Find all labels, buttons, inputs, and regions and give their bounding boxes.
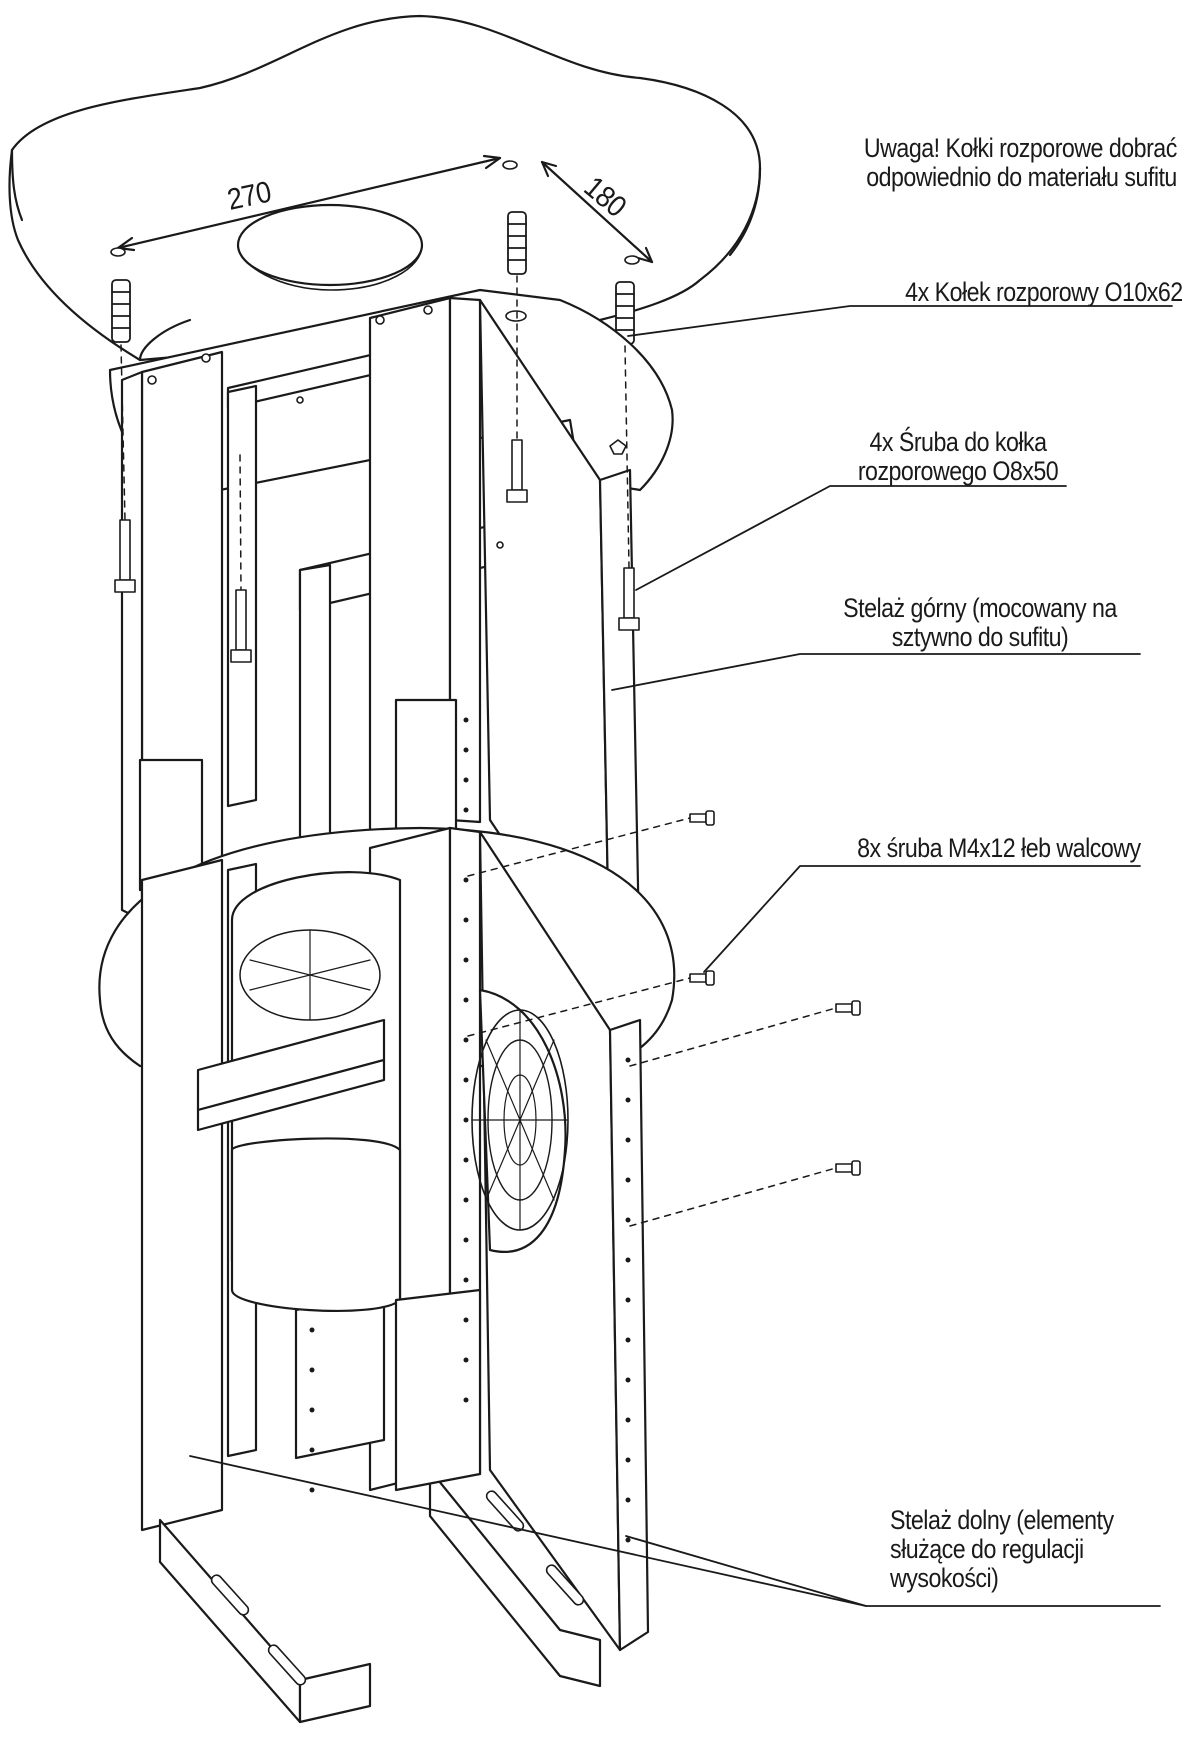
screw-label-line2: rozporowego O8x50 xyxy=(857,456,1059,486)
dimension-270-label: 270 xyxy=(224,175,274,217)
upper-frame-label: Stelaż górny (mocowany na sztywno do suf… xyxy=(817,594,1144,652)
plug-label-text: 4x Kołek rozporowy O10x62 xyxy=(905,277,1184,307)
duct-opening xyxy=(236,203,424,287)
plug-label: 4x Kołek rozporowy O10x62 xyxy=(905,277,1184,307)
ceiling-note-line2: odpowiednio do materiału sufitu xyxy=(866,162,1177,192)
lower-frame xyxy=(140,826,650,1724)
upper-frame-label-line2: sztywno do sufitu) xyxy=(891,622,1069,652)
lower-frame-label-line3: wysokości) xyxy=(890,1563,999,1593)
ceiling-note: Uwaga! Kołki rozporowe dobrać odpowiedni… xyxy=(864,134,1177,192)
alignment-lines xyxy=(120,275,630,591)
screw-label: 4x Śruba do kołka rozporowego O8x50 xyxy=(829,428,1087,486)
m4-alignment-lines xyxy=(467,817,837,1227)
ceiling-slab xyxy=(8,14,762,362)
ceiling-note-line1: Uwaga! Kołki rozporowe dobrać xyxy=(864,133,1177,163)
m4-screws-label-text: 8x śruba M4x12 łeb walcowy xyxy=(857,833,1142,863)
lower-frame-label-line2: służące do regulacji xyxy=(890,1534,1084,1564)
m4-screws xyxy=(689,810,861,1176)
leader-lines xyxy=(189,305,1173,1607)
upper-frame-label-line1: Stelaż górny (mocowany na xyxy=(843,593,1117,623)
m4-screws-label: 8x śruba M4x12 łeb walcowy xyxy=(857,833,1142,863)
dimension-180 xyxy=(540,160,654,264)
expansion-screws xyxy=(114,439,640,663)
lower-frame-label: Stelaż dolny (elementy służące do regula… xyxy=(890,1506,1114,1593)
lower-frame-label-line1: Stelaż dolny (elementy xyxy=(890,1505,1114,1535)
screw-label-line1: 4x Śruba do kołka xyxy=(869,427,1047,457)
drill-holes xyxy=(110,160,640,265)
